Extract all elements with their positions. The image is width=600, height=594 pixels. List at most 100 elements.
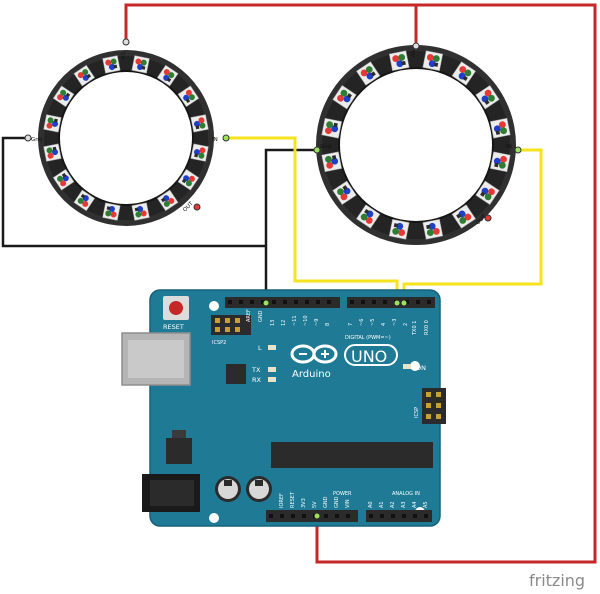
rgb-led [451,204,476,229]
header-pin[interactable] [305,300,309,304]
led-array-left [43,55,209,221]
on-label: ON [416,364,426,372]
ring-left-in-pad[interactable] [222,134,230,142]
header-pin[interactable] [269,514,273,518]
header-pin[interactable] [391,514,395,518]
rgb-led [131,202,150,221]
analog-pin-label: A0 [368,501,374,508]
rgb-led [177,168,200,191]
voltage-regulator [166,438,192,464]
header-pin[interactable] [316,300,320,304]
rgb-led [475,85,500,110]
rgb-led [102,55,121,74]
wire-gnd-right-black [264,148,316,305]
header-pin[interactable] [427,300,431,304]
header-pin[interactable] [416,300,420,304]
analog-header [366,510,432,522]
header-pin[interactable] [294,300,298,304]
rgb-led [388,50,410,71]
board-pin3-connected[interactable] [394,300,400,306]
board-5v-pin-connected[interactable] [314,513,320,519]
wires [1,3,597,564]
header-pin[interactable] [239,300,243,304]
analog-pin-label: A4 [412,501,418,508]
power-pin-label: RESET [290,491,296,508]
rgb-led [156,189,179,212]
ring-right-5v-pad[interactable] [412,42,420,50]
rgb-led [356,204,381,229]
power-pin-label: IOREF [279,493,285,508]
power-header [266,510,358,522]
ring-right-gnd-pad[interactable] [313,146,321,154]
power-label: POWER [333,491,352,497]
header-pin[interactable] [280,514,284,518]
neopixel-ring-right: 5V Gnd IN OUT [313,42,522,245]
header-pin[interactable] [402,514,406,518]
header-pin[interactable] [228,300,232,304]
header-pin[interactable] [283,300,287,304]
model-label: UNO [351,347,387,366]
header-pin[interactable] [335,514,339,518]
analog-pin-label: A1 [379,501,385,508]
header-pin[interactable] [346,514,350,518]
on-led [403,364,411,369]
ring-left-gnd-pad[interactable] [24,134,32,142]
header-pin[interactable] [405,300,409,304]
rgb-led [388,219,410,240]
rgb-led [332,180,357,205]
header-pin[interactable] [250,300,254,304]
rgb-led [73,189,96,212]
board-gnd-pin-connected[interactable] [263,300,269,306]
header-pin[interactable] [302,514,306,518]
header-pin[interactable] [324,514,328,518]
header-pin[interactable] [369,514,373,518]
digital-pin-label: ~6 [359,319,365,326]
power-pin-label: VIN [345,499,351,508]
rgb-led [332,85,357,110]
header-pin[interactable] [272,300,276,304]
wire-5v-red [124,3,597,564]
regulator-tab [172,430,186,438]
header-pin[interactable] [261,300,265,304]
rgb-led [190,143,209,162]
digital-pin-label: 8 [325,323,331,326]
header-pin[interactable] [380,514,384,518]
header-pin[interactable] [291,514,295,518]
rx-led [268,377,276,382]
board-pin2-connected[interactable] [401,300,407,306]
txo-label: TX0 1 [412,321,418,336]
reset-button-cap[interactable] [169,301,183,315]
header-pin[interactable] [350,300,354,304]
fritzing-watermark: fritzing [529,571,585,590]
mount-hole [209,513,219,523]
digital-pin-label: ~5 [370,319,376,326]
power-pin-label: 5V [312,501,318,508]
rgb-led [156,64,179,87]
digital-pin-label: 4 [381,323,387,326]
header-pin[interactable] [413,514,417,518]
power-pin-label: GND [323,496,329,508]
analog-pin-label: A5 [423,501,429,508]
ring-left-gnd-label: Gnd [31,137,42,143]
icsp2-label: ICSP2 [212,340,226,346]
ring-left-5v-pad[interactable] [122,38,130,46]
ring-left-out-pad[interactable] [193,203,201,211]
ring-right-5v-label: 5V [409,50,415,57]
ring-right-gnd-label: Gnd [320,144,331,150]
l-led [268,345,276,350]
ring-left-5v-label: 5V [119,52,125,59]
header-pin[interactable] [327,300,331,304]
header-pin[interactable] [383,300,387,304]
header-pin[interactable] [372,300,376,304]
digital-pin-label: ~9 [314,319,320,326]
analog-pin-label: A2 [390,501,396,508]
capacitor [246,476,272,502]
header-pin[interactable] [424,514,428,518]
header-pin[interactable] [361,300,365,304]
rgb-led [475,180,500,205]
rx-led-label: RX [252,376,262,384]
ring-right-out-pad[interactable] [484,214,492,222]
neopixel-ring-left: 5V Gnd IN OUT [24,38,230,226]
ring-right-in-pad[interactable] [514,146,522,154]
digital-pin-label: ~3 [392,319,398,326]
